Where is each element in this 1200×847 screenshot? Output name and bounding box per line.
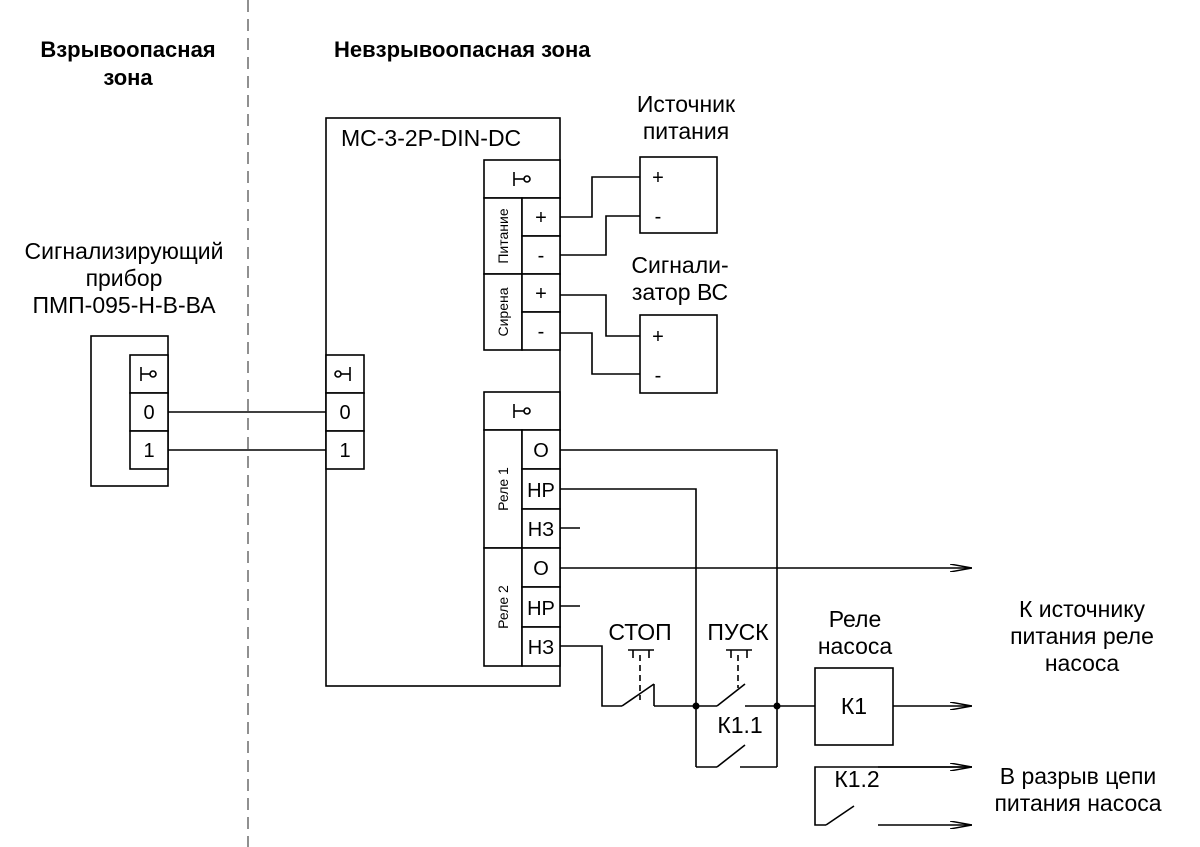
siren-title-line1: Сигнали-	[631, 252, 728, 278]
sensor-terminal-1: 1	[143, 440, 154, 462]
siren-title-line2: затор ВС	[632, 279, 728, 305]
sensor-title-line3: ПМП-095-Н-В-ВА	[32, 292, 216, 318]
relay1-common-terminal: О	[533, 440, 549, 462]
hazardous-zone-title-line1: Взрывоопасная	[40, 37, 215, 62]
sensor-device: 0 1	[90, 335, 169, 487]
pump-relay-title-line1: Реле	[829, 606, 882, 632]
to-pump-line1: В разрыв цепи	[1000, 763, 1157, 789]
to-power-line2: питания реле	[1010, 623, 1154, 649]
power-supply-minus: -	[655, 206, 662, 228]
relay-wires	[560, 449, 972, 768]
hazardous-zone-title-line2: зона	[103, 65, 153, 90]
sensor-title-line1: Сигнализирующий	[25, 238, 224, 264]
start-button-icon	[716, 649, 752, 707]
power-block-ground-icon	[513, 172, 531, 186]
k1-2-label: К1.2	[834, 766, 879, 792]
power-supply-title-line2: питания	[643, 118, 729, 144]
relay1-group-label: Реле 1	[495, 467, 511, 511]
power-supply-title-line1: Источник	[637, 91, 736, 117]
siren-device-plus: +	[652, 326, 664, 348]
power-plus-terminal: +	[535, 207, 547, 229]
relay1-nc-terminal: НЗ	[528, 519, 555, 541]
relay-block-ground-icon	[513, 404, 531, 418]
supply-wires	[560, 176, 640, 375]
stop-button-icon	[621, 649, 655, 707]
stop-button-label: СТОП	[608, 619, 671, 645]
siren-device: + -	[639, 314, 718, 394]
to-power-line1: К источнику	[1019, 596, 1146, 622]
relay2-no-terminal: НР	[527, 598, 555, 620]
relay2-nc-terminal: НЗ	[528, 637, 555, 659]
k1-2-contact-icon	[814, 767, 972, 825]
start-button-label: ПУСК	[707, 619, 769, 645]
siren-group-label: Сирена	[495, 287, 511, 336]
relay2-group-label: Реле 2	[495, 585, 511, 629]
power-supply: + -	[639, 156, 718, 234]
controller-input-0: 0	[339, 402, 350, 424]
power-minus-terminal: -	[538, 245, 545, 267]
relay1-no-terminal: НР	[527, 480, 555, 502]
ground-symbol-icon	[140, 367, 157, 381]
k1-1-contact-icon	[716, 744, 746, 768]
controller-input-1: 1	[339, 440, 350, 462]
siren-device-minus: -	[655, 365, 662, 387]
pump-relay-title-line2: насоса	[818, 633, 893, 659]
power-supply-plus: +	[652, 167, 664, 189]
k1-1-label: К1.1	[717, 712, 762, 738]
siren-minus-terminal: -	[538, 321, 545, 343]
controller-module: МС-3-2Р-DIN-DC 0 1 Питание Сирена + - + …	[325, 117, 561, 687]
controller-model: МС-3-2Р-DIN-DC	[341, 125, 521, 151]
sensor-title-line2: прибор	[86, 265, 163, 291]
sensor-terminal-0: 0	[143, 402, 154, 424]
to-pump-line2: питания насоса	[994, 790, 1161, 816]
relay2-common-terminal: О	[533, 558, 549, 580]
power-group-label: Питание	[495, 208, 511, 263]
pump-relay-coil: К1	[814, 667, 894, 746]
to-power-line3: насоса	[1045, 650, 1120, 676]
siren-plus-terminal: +	[535, 283, 547, 305]
safe-zone-title: Невзрывоопасная зона	[334, 37, 591, 62]
input-ground-icon	[334, 367, 351, 381]
pump-relay-coil-label: К1	[841, 693, 867, 719]
